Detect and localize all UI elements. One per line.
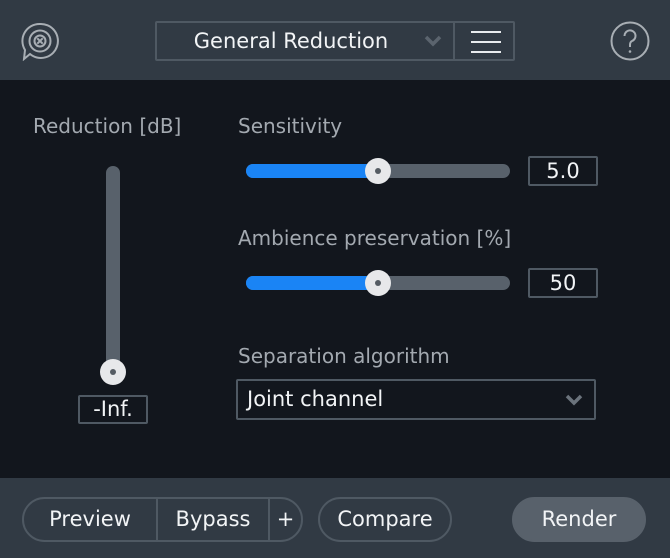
ambience-slider-fill bbox=[246, 276, 380, 290]
preview-button[interactable]: Preview bbox=[49, 507, 131, 531]
question-circle-icon[interactable] bbox=[609, 20, 651, 62]
preset-dropdown[interactable]: General Reduction bbox=[157, 23, 455, 59]
ambience-label: Ambience preservation [%] bbox=[238, 226, 512, 250]
header-bar: General Reduction bbox=[0, 0, 670, 80]
compare-button[interactable]: Compare bbox=[318, 497, 452, 542]
chevron-down-icon bbox=[424, 35, 442, 47]
render-button[interactable]: Render bbox=[512, 497, 646, 542]
ambience-value-field[interactable]: 50 bbox=[528, 268, 598, 298]
hamburger-menu-icon bbox=[471, 31, 501, 33]
separation-label: Separation algorithm bbox=[238, 344, 450, 368]
speech-bubble-target-icon[interactable] bbox=[20, 21, 60, 62]
separation-selected-value: Joint channel bbox=[247, 387, 384, 411]
sensitivity-value-field[interactable]: 5.0 bbox=[528, 156, 598, 186]
reduction-value-field[interactable]: -Inf. bbox=[78, 395, 148, 424]
separation-algorithm-dropdown[interactable]: Joint channel bbox=[236, 379, 596, 420]
reduction-label: Reduction [dB] bbox=[33, 114, 182, 138]
sensitivity-label: Sensitivity bbox=[238, 114, 343, 138]
reduction-slider[interactable] bbox=[106, 166, 120, 376]
ambience-slider-thumb[interactable] bbox=[365, 270, 391, 296]
hamburger-menu-icon-line bbox=[471, 41, 501, 43]
sensitivity-slider-fill bbox=[246, 164, 380, 178]
hamburger-menu-icon-line bbox=[471, 51, 501, 53]
preview-bypass-group: Preview Bypass + bbox=[22, 497, 303, 542]
preset-selector: General Reduction bbox=[155, 21, 515, 61]
reduction-slider-thumb[interactable] bbox=[100, 359, 126, 385]
add-bypass-button[interactable]: + bbox=[268, 499, 301, 540]
preset-menu-button[interactable] bbox=[455, 23, 513, 59]
bypass-button[interactable]: Bypass bbox=[156, 499, 268, 540]
chevron-down-icon bbox=[565, 394, 583, 406]
sensitivity-slider-thumb[interactable] bbox=[365, 158, 391, 184]
preset-name: General Reduction bbox=[193, 29, 389, 53]
